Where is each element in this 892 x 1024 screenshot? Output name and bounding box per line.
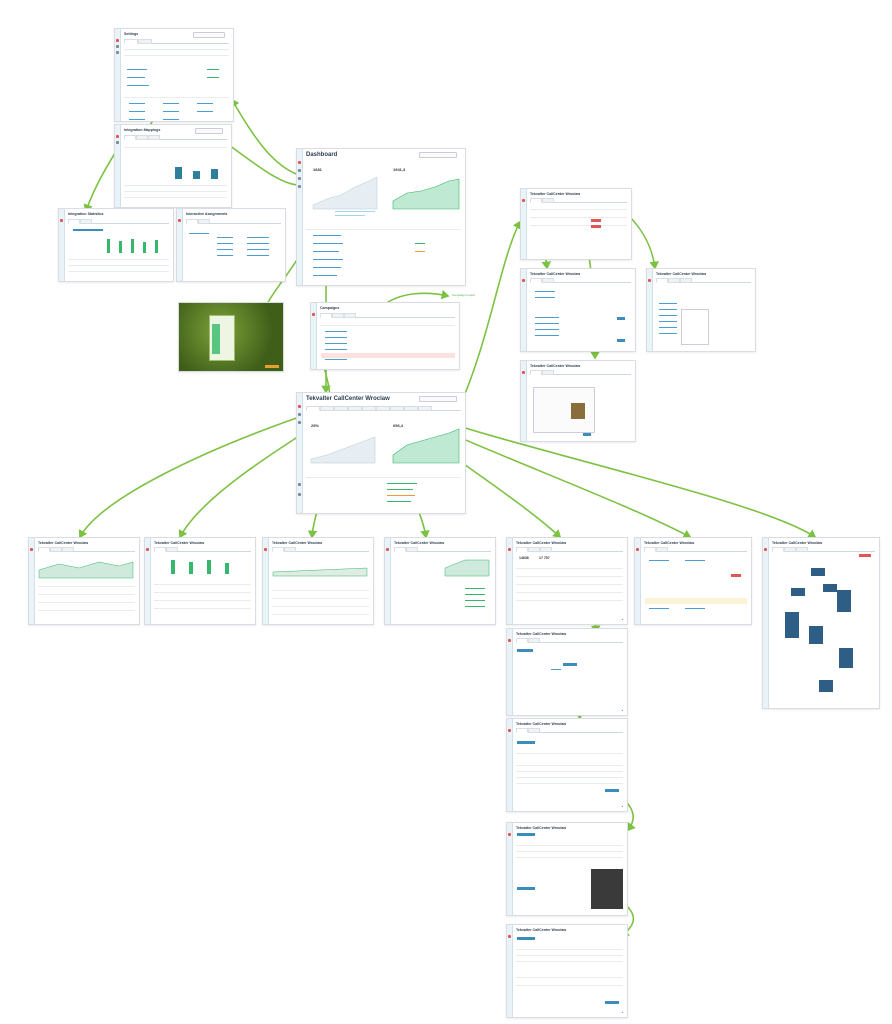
screen-interactive-assignments[interactable]: Interactive Assignments <box>176 208 286 282</box>
screen-title: Integration Mappings <box>124 128 161 132</box>
screen-desktop-green[interactable] <box>178 302 284 372</box>
screen-title: Tekvalter CallCenter Wroclaw <box>530 192 581 196</box>
screen-right-mid-b[interactable]: Tekvalter CallCenter Wroclaw <box>646 268 756 352</box>
screen-title: Tekvalter CallCenter Wroclaw <box>306 396 390 402</box>
screen-title: Settings <box>124 32 139 36</box>
screen-title: Tekvalter CallCenter Wroclaw <box>656 272 707 276</box>
arrow-main-right <box>457 220 522 411</box>
screen-right-low[interactable]: Tekvalter CallCenter Wroclaw <box>520 360 636 442</box>
arrow-dashboard-settings <box>231 98 300 176</box>
arrow-dashboard-mappings <box>220 139 300 186</box>
kpi-value: 14636 <box>519 556 529 560</box>
screen-title: Tekvalter CallCenter Wroclaw <box>772 541 823 545</box>
screen-bottom-7[interactable]: Tekvalter CallCenter Wroclaw <box>762 537 880 709</box>
screen-title: Tekvalter CallCenter Wroclaw <box>516 928 567 932</box>
screen-integration-statistics[interactable]: Integration Statistics <box>58 208 174 282</box>
screen-chain-1[interactable]: Tekvalter CallCenter Wroclaw ● <box>506 628 628 716</box>
screen-bottom-3[interactable]: Tekvalter CallCenter Wroclaw <box>262 537 374 625</box>
screen-chain-4[interactable]: Tekvalter CallCenter Wroclaw ● <box>506 924 628 1018</box>
screen-bottom-5[interactable]: Tekvalter CallCenter Wroclaw 14636 17 75… <box>506 537 628 625</box>
screen-title: Interactive Assignments <box>186 212 228 216</box>
screen-title: Tekvalter CallCenter Wroclaw <box>516 826 567 830</box>
screen-campaigns[interactable]: Campaigns <box>310 302 460 370</box>
area-charts <box>312 176 460 210</box>
screen-bottom-2[interactable]: Tekvalter CallCenter Wroclaw <box>144 537 256 625</box>
screen-title: Tekvalter CallCenter Wroclaw <box>644 541 695 545</box>
screen-title: Tekvalter CallCenter Wroclaw <box>516 541 567 545</box>
screen-title: Tekvalter CallCenter Wroclaw <box>394 541 445 545</box>
screen-dashboard[interactable]: Dashboard 1681 1941,3 <box>296 148 466 286</box>
screen-title: Tekvalter CallCenter Wroclaw <box>516 632 567 636</box>
area-charts <box>310 428 460 464</box>
screen-title: Campaigns <box>320 306 340 310</box>
kpi-value: 656,4 <box>393 423 404 428</box>
screen-title: Integration Statistics <box>68 212 104 216</box>
screen-main[interactable]: Tekvalter CallCenter Wroclaw 25% 656,4 <box>296 392 466 514</box>
kpi-value: 1941,3 <box>393 167 406 172</box>
dialog-panel[interactable] <box>209 315 235 361</box>
screen-title: Tekvalter CallCenter Wroclaw <box>530 364 581 368</box>
screen-right-top[interactable]: Tekvalter CallCenter Wroclaw <box>520 188 632 260</box>
screen-title: Tekvalter CallCenter Wroclaw <box>272 541 323 545</box>
screen-chain-2[interactable]: Tekvalter CallCenter Wroclaw ● <box>506 718 628 812</box>
screen-title: Tekvalter CallCenter Wroclaw <box>38 541 89 545</box>
screen-title: Tekvalter CallCenter Wroclaw <box>154 541 205 545</box>
screen-chain-3[interactable]: Tekvalter CallCenter Wroclaw <box>506 822 628 916</box>
kpi-value: 25% <box>311 423 320 428</box>
screen-title: Dashboard <box>306 152 338 158</box>
screen-bottom-1[interactable]: Tekvalter CallCenter Wroclaw <box>28 537 140 625</box>
annotation-label: Campaign Import <box>452 293 476 297</box>
screen-right-mid-a[interactable]: Tekvalter CallCenter Wroclaw <box>520 268 636 352</box>
screen-integration-mappings[interactable]: Integration Mappings <box>114 124 232 208</box>
screen-bottom-6[interactable]: Tekvalter CallCenter Wroclaw <box>634 537 752 625</box>
kpi-value: 17 757 <box>539 556 550 560</box>
screen-settings[interactable]: Settings <box>114 28 234 122</box>
screen-bottom-4[interactable]: Tekvalter CallCenter Wroclaw <box>384 537 496 625</box>
kpi-value: 1681 <box>313 167 322 172</box>
screen-title: Tekvalter CallCenter Wroclaw <box>530 272 581 276</box>
arrow-main-b1 <box>78 409 321 539</box>
screen-title: Tekvalter CallCenter Wroclaw <box>516 722 567 726</box>
